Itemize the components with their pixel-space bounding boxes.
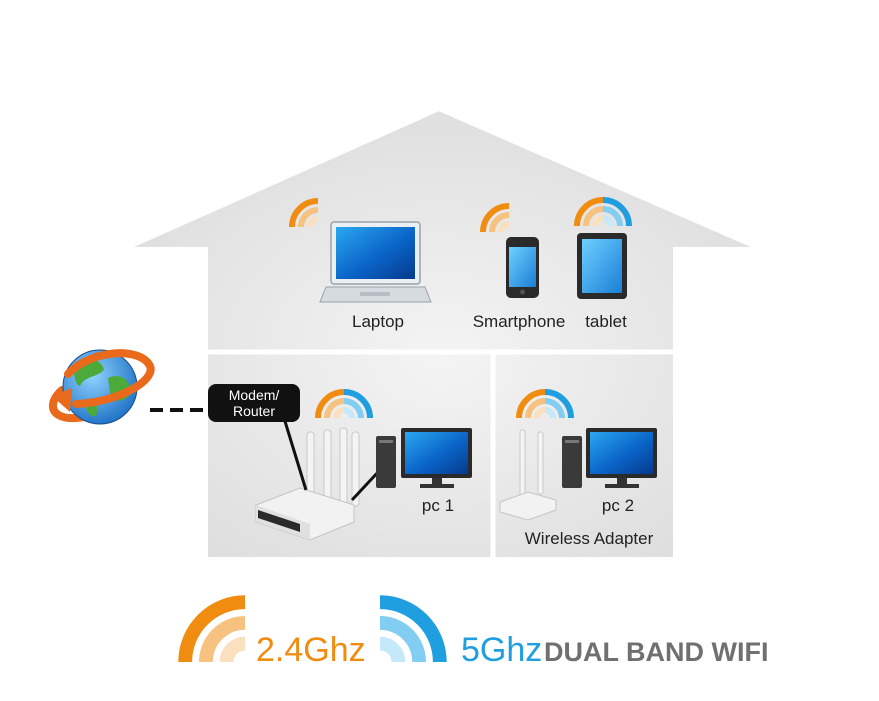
wifi-signal-icon-router [315, 389, 373, 419]
wifi-arc-24ghz [219, 636, 246, 663]
wifi-arc-24ghz [583, 206, 604, 227]
desktop-pc-icon [376, 428, 472, 488]
legend-5ghz-icon [379, 595, 447, 663]
laptop-label: Laptop [352, 312, 404, 331]
wifi-arc-24ghz [298, 207, 319, 228]
wifi-arc-24ghz [534, 407, 546, 419]
wifi-arc-5ghz [379, 595, 447, 663]
wifi-arc-24ghz [324, 398, 345, 419]
legend-24ghz-icon [178, 595, 246, 663]
wifi-arc-24ghz [307, 216, 319, 228]
tablet-label: tablet [585, 312, 627, 331]
router-pc1-cable [350, 468, 382, 502]
wifi-arc-24ghz [199, 616, 246, 663]
wifi-arc-24ghz [516, 389, 546, 419]
wifi-arc-5ghz [544, 407, 556, 419]
wifi-arc-24ghz [574, 197, 604, 227]
router-icon [255, 427, 360, 541]
wireless-adapter-icon [499, 429, 557, 521]
wifi-arc-5ghz [602, 206, 623, 227]
wifi-arc-24ghz [489, 212, 510, 233]
wireless-adapter-label: Wireless Adapter [525, 529, 654, 548]
wifi-arc-5ghz [343, 398, 364, 419]
legend-5ghz-label: 5Ghz [461, 631, 542, 669]
modem-router-callout: Modem/ Router [208, 384, 300, 422]
wifi-signal-icon-adapter [516, 389, 574, 419]
wifi-arc-5ghz [379, 616, 426, 663]
wifi-arc-24ghz [333, 407, 345, 419]
wifi-arc-24ghz [592, 215, 604, 227]
desktop-pc-icon-2 [562, 428, 657, 488]
wifi-arc-24ghz [315, 389, 345, 419]
wifi-arc-24ghz [480, 203, 510, 233]
house [118, 104, 767, 563]
wifi-signal-icon-smartphone [480, 203, 510, 233]
wifi-arc-5ghz [602, 197, 632, 227]
legend-title: DUAL BAND WIFI [544, 637, 768, 667]
pc1-label: pc 1 [422, 496, 454, 515]
wifi-signal-icon-laptop [289, 198, 319, 228]
wifi-arc-24ghz [525, 398, 546, 419]
wifi-signal-icon-tablet [574, 197, 632, 227]
smartphone-label: Smartphone [473, 312, 566, 331]
modem-router-label-line2: Router [233, 403, 275, 419]
wifi-arc-5ghz [544, 389, 574, 419]
modem-router-label-line1: Modem/ [229, 387, 280, 403]
wifi-arc-24ghz [498, 221, 510, 233]
wifi-arc-5ghz [379, 636, 406, 663]
wifi-arc-5ghz [343, 389, 373, 419]
tablet-icon [577, 233, 627, 299]
wifi-arc-5ghz [602, 215, 614, 227]
band-legend [178, 595, 447, 663]
wifi-arc-5ghz [544, 398, 565, 419]
wifi-signals [289, 197, 632, 419]
wifi-arc-24ghz [289, 198, 319, 228]
wifi-arc-24ghz [178, 595, 246, 663]
globe-icon [48, 349, 155, 425]
legend-24ghz-label: 2.4Ghz [256, 631, 366, 669]
wifi-arc-5ghz [343, 407, 355, 419]
laptop-icon [319, 221, 432, 303]
pc2-label: pc 2 [602, 496, 634, 515]
smartphone-icon [506, 237, 539, 298]
router-callout-line [282, 417, 308, 491]
